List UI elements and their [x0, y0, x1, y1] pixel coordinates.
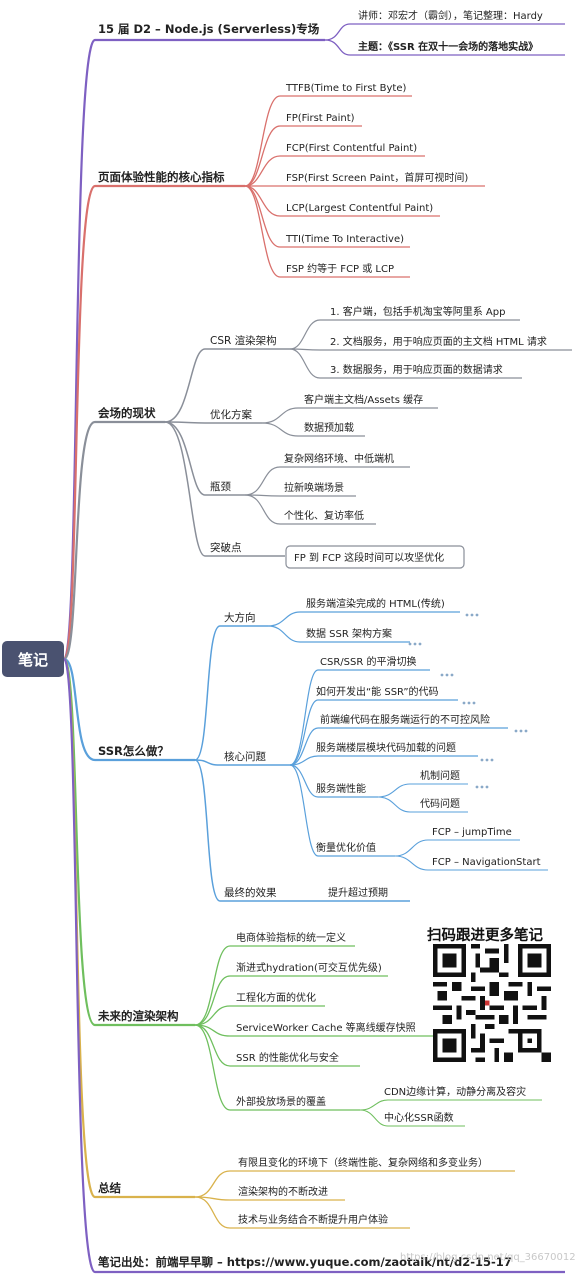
core-risk: 前端编代码在服务端运行的不可控风险	[320, 713, 490, 726]
scenes-central: 中心化SSR函数	[384, 1111, 454, 1124]
summary-env: 有限且变化的环境下（终端性能、复杂网络和多变业务）	[238, 1156, 488, 1169]
direction-data-ssr: 数据 SSR 架构方案	[306, 627, 392, 640]
ssr-branch: SSR怎么做？ 大方向 服务端渲染完成的 HTML(传统) 数据 SSR 架构方…	[63, 597, 548, 902]
effect-value: 提升超过预期	[328, 886, 388, 899]
future-metric-def: 电商体验指标的统一定义	[236, 931, 346, 944]
metrics-branch: 页面体验性能的核心指标 TTFB(Time to First Byte) FP(…	[62, 83, 485, 661]
perf-mechanism: 机制问题	[420, 769, 460, 782]
breakthrough-label: 突破点	[210, 541, 242, 554]
metric-fp: FP(First Paint)	[286, 113, 355, 124]
bottleneck-personal: 个性化、复访率低	[284, 509, 364, 522]
summary-improve: 渲染架构的不断改进	[238, 1185, 328, 1198]
root-node: 笔记	[2, 641, 64, 677]
scenes-label: 外部投放场景的覆盖	[236, 1095, 326, 1108]
future-label: 未来的渲染架构	[97, 1009, 179, 1023]
qr-code-image	[433, 944, 551, 1062]
future-branch: 未来的渲染架构 电商体验指标的统一定义 渐进式hydration(可交互优先级)…	[62, 657, 542, 1127]
watermark: https://blog.csdn.net/qq_36670012	[400, 1252, 575, 1263]
future-ssr-perf: SSR 的性能优化与安全	[236, 1051, 339, 1064]
bottleneck-label: 瓶颈	[210, 480, 231, 493]
future-sw-cache: ServiceWorker Cache 等离线缓存快照	[236, 1021, 416, 1034]
core-switch: CSR/SSR 的平滑切换	[320, 655, 416, 668]
footer-source: 笔记出处：前端早早聊 – https://www.yuque.com/zaota…	[98, 1255, 512, 1269]
measure-jump: FCP – jumpTime	[432, 827, 512, 838]
optimize-cache: 客户端主文档/Assets 缓存	[304, 393, 423, 406]
metrics-label: 页面体验性能的核心指标	[98, 170, 225, 184]
effect-label: 最终的效果	[224, 886, 277, 899]
optimize-preload: 数据预加载	[304, 421, 354, 434]
csr-client: 1. 客户端，包括手机淘宝等阿里系 App	[330, 305, 505, 318]
summary-tech-biz: 技术与业务结合不断提升用户体验	[238, 1213, 388, 1226]
optimize-label: 优化方案	[210, 408, 252, 421]
ssr-label: SSR怎么做？	[98, 744, 169, 758]
csr-doc-service: 2. 文档服务，用于响应页面的主文档 HTML 请求	[330, 335, 547, 348]
header-branch: 15 届 D2 – Node.js (Serverless)专场 讲师：邓宏才（…	[62, 9, 565, 661]
csr-data-service: 3. 数据服务，用于响应页面的数据请求	[330, 363, 503, 376]
header-title: 15 届 D2 – Node.js (Serverless)专场	[98, 22, 320, 36]
metric-fsp: FSP(First Screen Paint，首屏可视时间)	[286, 171, 468, 184]
future-hydration: 渐进式hydration(可交互优先级)	[236, 961, 382, 974]
bottleneck-network: 复杂网络环境、中低端机	[284, 452, 394, 465]
breakthrough-box: FP 到 FCP 这段时间可以攻坚优化	[294, 551, 444, 564]
bottleneck-wakeup: 拉新唤端场景	[284, 481, 344, 494]
qr-caption: 扫码跟进更多笔记	[427, 928, 543, 944]
perf-code: 代码问题	[420, 797, 460, 810]
metric-tti: TTI(Time To Interactive)	[285, 234, 404, 245]
direction-label: 大方向	[224, 611, 256, 624]
metric-fcp: FCP(First Contentful Paint)	[286, 143, 417, 154]
speaker-info: 讲师：邓宏才（霸剑），笔记整理：Hardy	[358, 9, 543, 22]
summary-label: 总结	[98, 1181, 121, 1195]
direction-html: 服务端渲染完成的 HTML(传统)	[306, 597, 445, 610]
measure-label: 衡量优化价值	[316, 841, 376, 854]
status-branch: 会场的现状 CSR 渲染架构 1. 客户端，包括手机淘宝等阿里系 App 2. …	[62, 305, 572, 661]
csr-label: CSR 渲染架构	[210, 334, 277, 347]
core-ssr-code: 如何开发出“能 SSR”的代码	[316, 685, 439, 698]
metric-lcp: LCP(Largest Contentful Paint)	[286, 203, 433, 214]
status-label: 会场的现状	[97, 406, 156, 420]
core-module-load: 服务端楼层模块代码加载的问题	[316, 741, 456, 754]
topic-info: 主题：《SSR 在双十一会场的落地实战》	[358, 40, 538, 53]
metric-ttfb: TTFB(Time to First Byte)	[285, 83, 406, 94]
core-label: 核心问题	[224, 750, 266, 763]
metric-fsp-approx: FSP 约等于 FCP 或 LCP	[286, 262, 394, 275]
scenes-cdn: CDN边缘计算，动静分离及容灾	[384, 1085, 526, 1098]
perf-label: 服务端性能	[316, 782, 366, 795]
footer-branch: 笔记出处：前端早早聊 – https://www.yuque.com/zaota…	[62, 657, 565, 1274]
measure-nav: FCP – NavigationStart	[432, 857, 541, 868]
future-engineering: 工程化方面的优化	[236, 991, 316, 1004]
